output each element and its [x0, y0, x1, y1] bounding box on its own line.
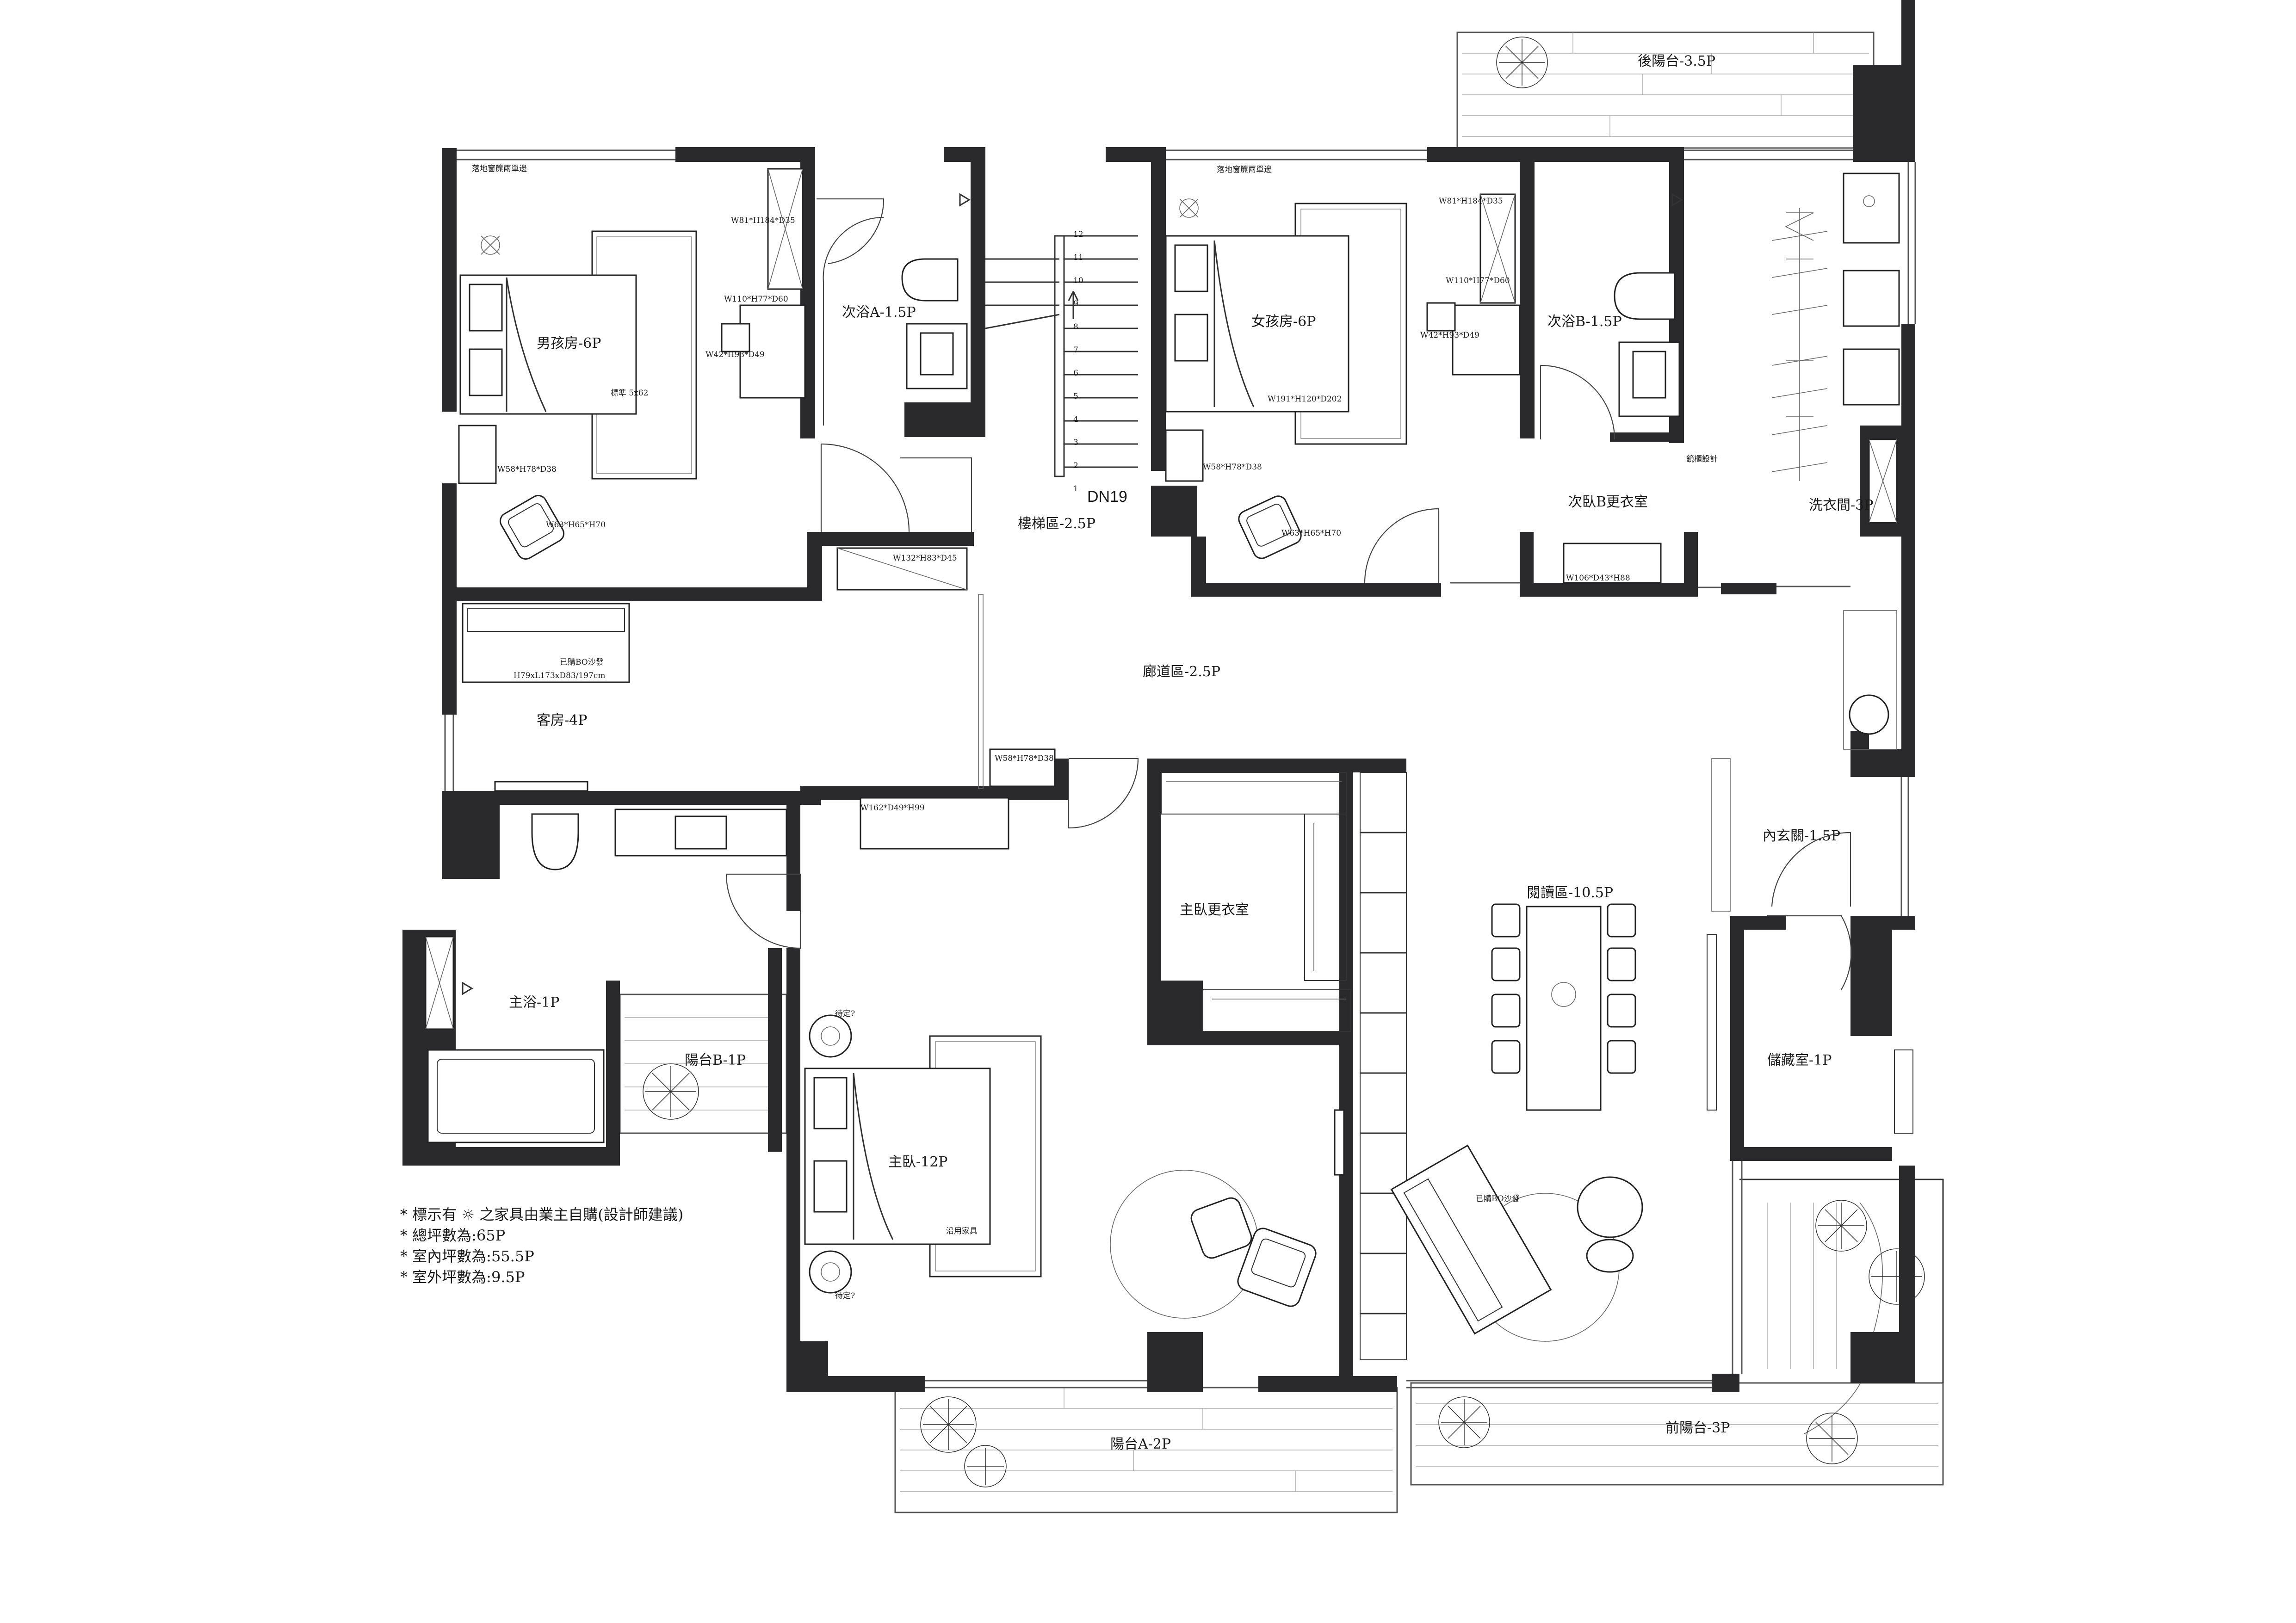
plant-icon: [920, 1396, 977, 1453]
cabinet-size: W132*H83*D45: [893, 554, 957, 563]
plant-icon: [1438, 1396, 1490, 1448]
plant-icon: [1806, 1413, 1858, 1464]
room-label-storage: 儲藏室-1P: [1767, 1052, 1832, 1068]
stair-direction-label: DN19: [1087, 488, 1127, 506]
back-balcony-deck: [1456, 31, 1875, 149]
sofa-note: 已購BO沙發: [560, 658, 604, 667]
front-balcony-deck: [1410, 1179, 1944, 1486]
window-lines: [444, 149, 1916, 1388]
wardrobe-size: W106*D43*H88: [1566, 574, 1630, 583]
legend-note: * 室內坪數為:55.5P: [400, 1247, 534, 1265]
cabinet-size: W81*H184*D35: [1439, 197, 1503, 206]
legend-notes: * 標示有 ☼ 之家具由業主自購(設計師建議) * 總坪數為:65P * 室內坪…: [400, 1206, 683, 1286]
bed-size: W191*H120*D202: [1268, 395, 1342, 404]
chair-size: W42*H93*D49: [706, 350, 765, 359]
room-label-front-balcony: 前陽台-3P: [1665, 1420, 1730, 1436]
corridor: W58*H78*D38 廊道區-2.5P: [978, 594, 1220, 789]
stair-step-number: 10: [1073, 276, 1083, 285]
desk-size: W110*H77*D60: [724, 295, 788, 304]
reading-area-furniture: 已購BO沙發 閱讀區-10.5P: [1390, 885, 1643, 1342]
mirror-cabinet-note: 鏡櫃設計: [1686, 455, 1718, 464]
stair-step-number: 11: [1073, 253, 1083, 262]
master-bedroom-furniture: W162*D49*H99 待定? 待定? 沿用家具 主臥-12P: [804, 797, 1345, 1319]
stair-step-number: 2: [1073, 461, 1078, 470]
cabinet-size: W162*D49*H99: [860, 803, 925, 813]
armchair-size: W63*H65*H70: [1281, 529, 1341, 538]
stair-step-number: 6: [1073, 369, 1078, 378]
plant-icon: [1869, 1248, 1925, 1305]
bed-note: 沿用家具: [946, 1227, 978, 1236]
bath-a-fixtures: 次浴A-1.5P: [842, 193, 971, 389]
plant-icon: [1496, 37, 1548, 88]
lower-bath-fixtures: 主浴-1P 陽台B-1P: [425, 808, 787, 1143]
cabinet-size: W58*H78*D38: [995, 754, 1054, 763]
side-table-size: W58*H78*D38: [1203, 463, 1262, 472]
side-table-size: W58*H78*D38: [497, 465, 557, 474]
stair-step-number: 7: [1073, 346, 1078, 355]
stair-step-number: 1: [1073, 484, 1078, 494]
room-label-inner-entry: 內玄關-1.5P: [1763, 828, 1840, 844]
girl-room-furniture: 落地窗簾兩單邊 W81*H184*D35 W110*H77*D60 W42*H9…: [1165, 165, 1521, 559]
side-table-note: 待定?: [835, 1291, 855, 1301]
door-swings: [725, 198, 1852, 990]
armchair-size: W63*H65*H70: [546, 520, 606, 530]
wardrobe-b: W106*D43*H88 次臥B更衣室: [1563, 494, 1662, 584]
bath-b-fixtures: 次浴B-1.5P 鏡櫃設計: [1547, 193, 1718, 464]
side-table-note: 待定?: [835, 1009, 855, 1018]
chair-size: W42*H93*D49: [1420, 331, 1479, 340]
stair-step-number: 4: [1073, 415, 1078, 424]
laundry-fixtures: 洗衣間-3P: [1771, 173, 1900, 524]
room-label-wardrobe-b: 次臥B更衣室: [1568, 494, 1648, 510]
walls: [402, 0, 1915, 1392]
window-note: 落地窗簾兩單邊: [472, 164, 527, 173]
cabinet-size: W81*H184*D35: [731, 216, 795, 225]
plant-icon: [643, 1063, 699, 1120]
plant-icon: [1815, 1200, 1867, 1252]
stair-step-number: 5: [1073, 392, 1078, 401]
stair-step-number: 9: [1073, 299, 1078, 309]
room-label-corridor: 廊道區-2.5P: [1143, 664, 1220, 680]
sofa-size: H79xL173xD83/197cm: [514, 671, 605, 680]
room-label-stairs: 樓梯區-2.5P: [1018, 516, 1095, 532]
room-label-boy: 男孩房-6P: [537, 335, 601, 352]
staircase: 12 11 10 9 8 7 6 5 4 3 2 1 DN19: [985, 230, 1138, 506]
guest-room-furniture: W132*H83*D45 已購BO沙發 H79xL173xD83/197cm 客…: [462, 547, 968, 792]
entry-storage: 內玄關-1.5P 儲藏室-1P: [1707, 610, 1913, 1134]
rug-note: 標準 5x62: [611, 389, 648, 398]
room-label-balcony-a: 陽台A-2P: [1110, 1436, 1171, 1452]
desk-size: W110*H77*D60: [1446, 276, 1510, 285]
room-label-master-bath: 主浴-1P: [509, 994, 559, 1011]
room-label-bath-b: 次浴B-1.5P: [1547, 314, 1622, 330]
boy-room-furniture: 落地窗簾兩單邊 W81*H184*D35 W110*H77*D60 W42*H9…: [458, 164, 806, 560]
plant-icon: [964, 1445, 1007, 1487]
legend-note: * 室外坪數為:9.5P: [400, 1268, 525, 1286]
room-label-master-closet: 主臥更衣室: [1180, 902, 1249, 918]
room-label-master: 主臥-12P: [888, 1154, 948, 1170]
room-label-laundry: 洗衣間-3P: [1809, 497, 1873, 513]
room-label-bath-a: 次浴A-1.5P: [842, 304, 916, 321]
master-closet: 主臥更衣室: [1161, 772, 1407, 1360]
room-label-back-balcony: 後陽台-3.5P: [1638, 53, 1715, 69]
legend-note: * 總坪數為:65P: [400, 1227, 505, 1244]
stair-step-number: 3: [1073, 438, 1078, 447]
room-label-balcony-b: 陽台B-1P: [685, 1052, 746, 1068]
room-label-reading: 閱讀區-10.5P: [1527, 885, 1613, 901]
window-note: 落地窗簾兩單邊: [1217, 165, 1272, 174]
room-label-guest: 客房-4P: [537, 712, 587, 728]
room-label-girl: 女孩房-6P: [1251, 314, 1316, 330]
legend-note: * 標示有 ☼ 之家具由業主自購(設計師建議): [400, 1206, 683, 1223]
sofa-note: 已購BO沙發: [1476, 1194, 1520, 1203]
stair-step-number: 12: [1073, 230, 1083, 239]
stair-step-number: 8: [1073, 322, 1078, 332]
